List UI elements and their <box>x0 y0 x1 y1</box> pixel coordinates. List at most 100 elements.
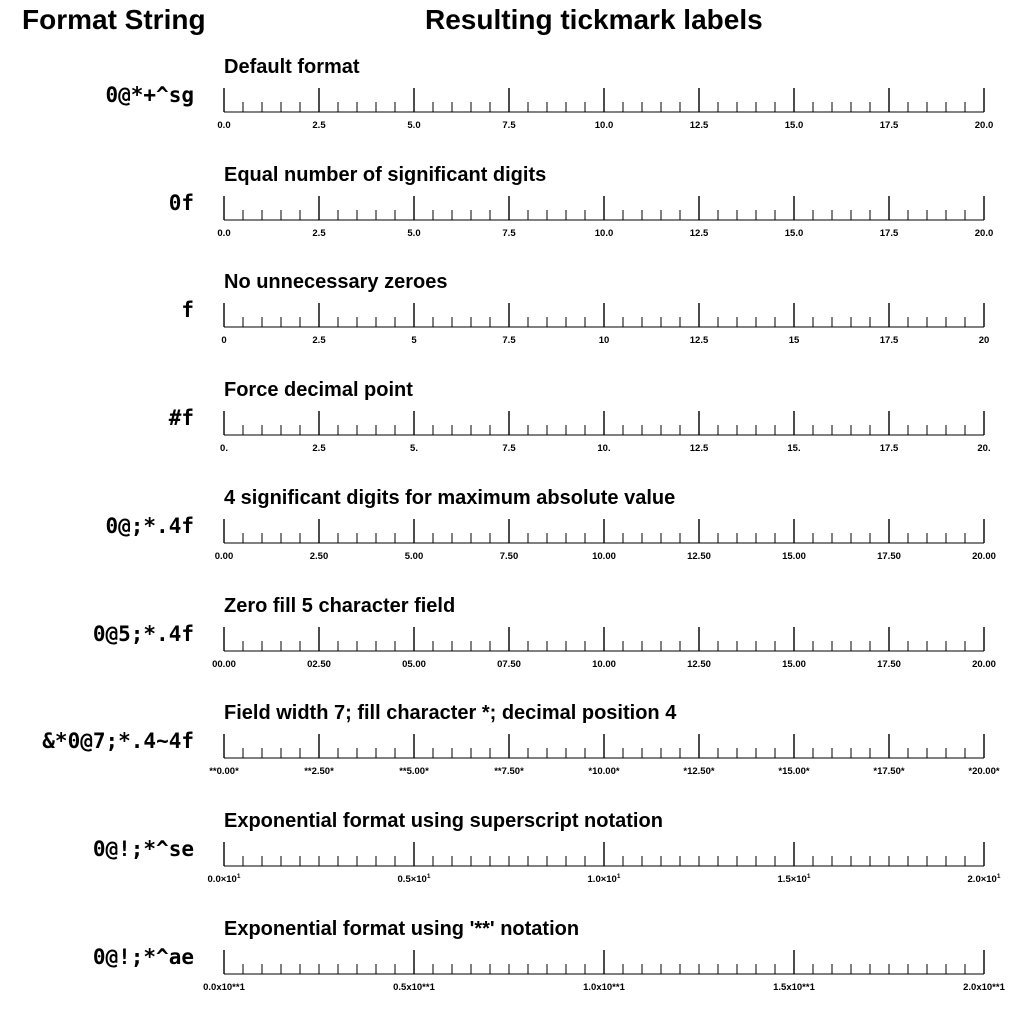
tick-axis: 0. 2.5 5. 7.5 10. 12.5 15. 17.5 20. <box>220 411 991 454</box>
tick-label: 15.0 <box>785 228 804 239</box>
tick-label: 7.5 <box>502 443 516 454</box>
tick-label: 17.5 <box>880 443 899 454</box>
tick-label: 0. <box>220 443 228 454</box>
example-row: 0f Equal number of significant digits 0.0 2… <box>0 164 1016 264</box>
tickmark-labels-header: Resulting tickmark labels <box>425 4 763 35</box>
tick-label: 2.50 <box>310 551 329 562</box>
tick-label: 15. <box>787 443 800 454</box>
tick-label: 0.00 <box>215 551 234 562</box>
format-description: Zero fill 5 character field <box>224 594 456 617</box>
tick-label: 0.0 <box>217 120 230 131</box>
tick-label: 12.5 <box>690 335 709 346</box>
format-description: Force decimal point <box>224 379 413 402</box>
tick-label: 20.0 <box>975 120 994 131</box>
tick-label: 2.5 <box>312 228 326 239</box>
format-string: 0@;*.4f <box>105 513 194 538</box>
tick-label: 2.5 <box>312 335 326 346</box>
tick-label: 0 <box>221 335 226 346</box>
tick-label: 10.0 <box>595 120 614 131</box>
tick-label: 2.5 <box>312 120 326 131</box>
tick-label: 17.5 <box>880 228 899 239</box>
tick-label: 15.0 <box>785 120 804 131</box>
example-row: 0@;*.4f 4 significant digits for maximum … <box>0 487 1016 587</box>
tick-label: *15.00* <box>778 766 809 777</box>
tick-label: **7.50* <box>494 766 524 777</box>
tick-label: 5.00 <box>405 551 424 562</box>
format-description: Default format <box>224 56 360 78</box>
tick-label: *12.50* <box>683 766 714 777</box>
tick-label: 2.0x10**1 <box>963 982 1005 993</box>
tick-label: 0.0x10**1 <box>203 982 245 993</box>
tick-label: 2.5 <box>312 443 326 454</box>
tick-axis: 0.0x10**1 0.5x10**1 1.0x10**1 1.5x10**1 2.0x… <box>203 949 1006 993</box>
tick-label: 1.0x10**1 <box>583 982 625 993</box>
tick-label: 5 <box>411 335 417 346</box>
tick-label: **2.50* <box>304 766 334 777</box>
tick-label: 2.0×101 <box>968 873 1001 885</box>
tick-label: 05.00 <box>402 659 426 670</box>
format-description: No unnecessary zeroes <box>224 271 448 294</box>
tick-label: 15.00 <box>782 659 806 670</box>
format-string: 0@!;*^se <box>92 836 194 861</box>
tick-label: 15.00 <box>782 551 806 562</box>
tick-label: 12.5 <box>690 228 709 239</box>
tick-axis: 0 2.5 5 7.5 10 12.5 15 17.5 20 <box>221 303 990 346</box>
tick-label: 0.5x10**1 <box>393 982 435 993</box>
tick-label: 20 <box>979 335 990 346</box>
tick-axis: 0.0 2.5 5.0 7.5 10.0 12.5 15.0 17.5 20.0 <box>217 195 994 239</box>
tick-label: 5. <box>410 443 418 454</box>
tick-label: 20.00 <box>972 659 996 670</box>
format-string: f <box>181 298 194 323</box>
example-row: f No unnecessary zeroes 0 2.5 5 7.5 10 12.5 15 17… <box>0 271 1016 371</box>
tick-label: **5.00* <box>399 766 429 777</box>
format-description: Field width 7; fill character *; decimal… <box>224 702 677 725</box>
tick-label: *20.00* <box>968 766 999 777</box>
tick-label: 0.0×101 <box>208 873 241 885</box>
tick-label: 1.0×101 <box>588 873 621 885</box>
format-description: Equal number of significant digits <box>224 163 547 186</box>
tick-label: 10.00 <box>592 551 616 562</box>
tick-label: 00.00 <box>212 659 236 670</box>
tick-label: 20.0 <box>975 228 994 239</box>
tick-label: 0.5×101 <box>398 873 431 885</box>
format-string-header: Format String <box>22 4 206 35</box>
format-string: &*0@7;*.4~4f <box>42 729 194 754</box>
tick-label: 17.5 <box>880 120 899 131</box>
format-description: 4 significant digits for maximum absolut… <box>224 486 676 509</box>
tick-label: 20. <box>977 443 990 454</box>
tick-label: 10 <box>599 335 610 346</box>
tick-label: 10. <box>597 443 610 454</box>
tick-label: 17.50 <box>877 659 901 670</box>
format-string: 0f <box>168 190 194 215</box>
format-string: 0@5;*.4f <box>92 621 194 646</box>
tick-label: *10.00* <box>588 766 619 777</box>
tick-label: 10.00 <box>592 659 616 670</box>
tick-label: 0.0 <box>217 228 230 239</box>
tick-label: 7.5 <box>502 335 516 346</box>
tick-label: 5.0 <box>407 228 420 239</box>
tick-label: 20.00 <box>972 551 996 562</box>
tick-label: 07.50 <box>497 659 521 670</box>
tick-label: 02.50 <box>307 659 331 670</box>
tick-label: 5.0 <box>407 120 420 131</box>
tick-label: 7.5 <box>502 120 516 131</box>
tick-label: 12.5 <box>690 443 709 454</box>
tick-label: 17.5 <box>880 335 899 346</box>
example-row: 0@5;*.4f Zero fill 5 character field 00.00… <box>0 595 1016 695</box>
tick-label: 1.5x10**1 <box>773 982 815 993</box>
tick-label: 7.5 <box>502 228 516 239</box>
tick-label: 10.0 <box>595 228 614 239</box>
tick-label: **0.00* <box>209 766 239 777</box>
tick-label: *17.50* <box>873 766 904 777</box>
tick-label: 15 <box>789 335 800 346</box>
format-string: 0@!;*^ae <box>92 944 194 969</box>
tick-label: 7.50 <box>500 551 519 562</box>
tick-label: 12.50 <box>687 551 711 562</box>
